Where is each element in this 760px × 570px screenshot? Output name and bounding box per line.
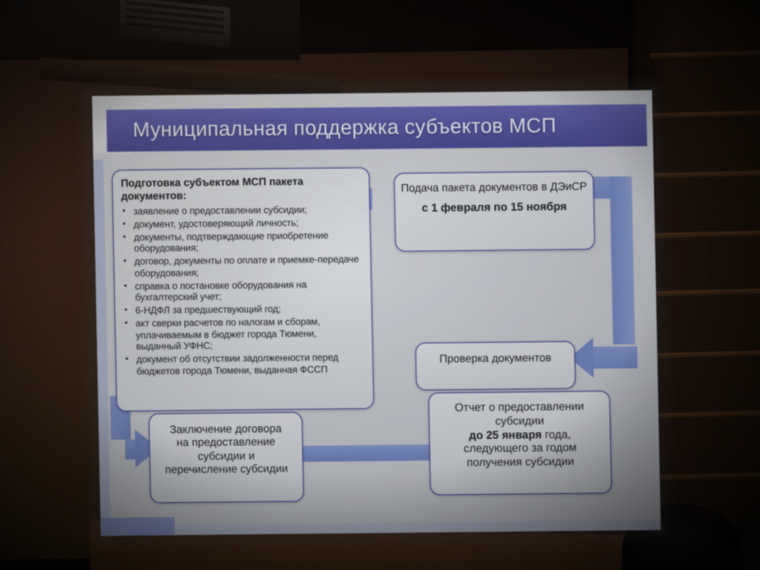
submission-box: Подача пакета документов в ДЭиСР с 1 фев… xyxy=(393,170,596,252)
list-item: документ об отсутствии задолженности пер… xyxy=(136,352,364,378)
list-item: документы, подтверждающие приобретение о… xyxy=(134,230,362,255)
document-check-label: Проверка документов xyxy=(439,352,552,366)
list-item: 6-НДФЛ за предшествующий год; xyxy=(135,304,363,318)
report-box: Отчет о предоставлении субсидии до 25 ян… xyxy=(428,390,613,496)
list-item: документ, удостоверяющий личность; xyxy=(133,217,361,231)
list-item: справка о постановке оборудования на бух… xyxy=(135,279,363,304)
documents-list: заявление о предоставлении субсидии; док… xyxy=(113,204,372,378)
list-item: договор, документы по оплате и приемке-п… xyxy=(134,255,362,280)
slide-bottom-left-accent xyxy=(100,517,175,536)
connector-contract-to-report xyxy=(297,444,448,462)
ceiling-vent xyxy=(120,0,230,48)
list-item: акт сверки расчетов по налогам и сборам,… xyxy=(135,317,364,354)
ceiling-strip xyxy=(0,0,300,60)
report-line2-rest: года, xyxy=(541,428,571,441)
contract-line4: перечисление субсидии xyxy=(164,463,289,477)
report-line1: Отчет о предоставлении субсидии xyxy=(454,400,585,428)
report-deadline: до 25 января xyxy=(468,428,542,442)
contract-line1: Заключение договора xyxy=(169,423,282,437)
arrow-right-horizontal xyxy=(589,346,638,369)
slide-title: Муниципальная поддержка субъектов МСП xyxy=(132,114,557,142)
report-line4: получения субсидии xyxy=(466,456,575,470)
contract-box: Заключение договора на предоставление су… xyxy=(148,411,305,504)
submission-line1: Подача пакета документов в ДЭиСР xyxy=(400,180,588,195)
document-check-box: Проверка документов xyxy=(415,340,576,391)
projection-screen: Муниципальная поддержка субъектов МСП По… xyxy=(85,84,667,542)
arrow-right-vertical xyxy=(609,176,636,345)
slide-title-banner: Муниципальная поддержка субъектов МСП xyxy=(106,104,648,152)
documents-list-header: Подготовка субъектом МСП пакета документ… xyxy=(120,175,304,203)
documents-list-box: Подготовка субъектом МСП пакета документ… xyxy=(111,167,375,412)
list-item: заявление о предоставлении субсидии; xyxy=(133,204,361,218)
submission-deadline: с 1 февраля по 15 ноября xyxy=(421,201,567,215)
slide-content: Муниципальная поддержка субъектов МСП По… xyxy=(92,90,661,536)
